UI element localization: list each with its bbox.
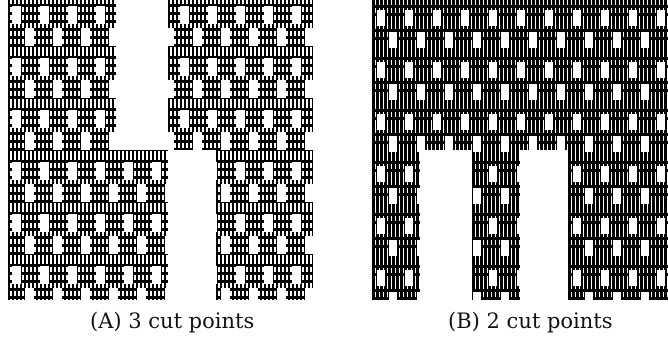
pattern-column-4 — [520, 0, 668, 150]
pattern-column-1 — [372, 0, 420, 300]
caption-a-tag: (A) — [90, 309, 122, 333]
caption-a-text: 3 cut points — [128, 309, 255, 333]
panel-b-pattern — [372, 0, 668, 300]
panel-a — [8, 0, 313, 300]
pattern-column-1 — [8, 0, 116, 300]
caption-b-tag: (B) — [448, 309, 480, 333]
panel-b-columns — [372, 0, 668, 300]
pattern-column-2 — [420, 0, 520, 150]
panel-b — [372, 0, 668, 300]
panel-a-pattern — [8, 0, 313, 300]
pattern-column-4 — [216, 0, 313, 300]
caption-b: (B) 2 cut points — [448, 309, 613, 333]
caption-b-text: 2 cut points — [486, 309, 613, 333]
pattern-column-2 — [116, 150, 168, 300]
caption-a: (A) 3 cut points — [90, 309, 254, 333]
pattern-column-5 — [568, 150, 668, 300]
pattern-column-3 — [168, 0, 216, 150]
panel-a-columns — [8, 0, 313, 300]
pattern-column-3 — [472, 150, 520, 300]
